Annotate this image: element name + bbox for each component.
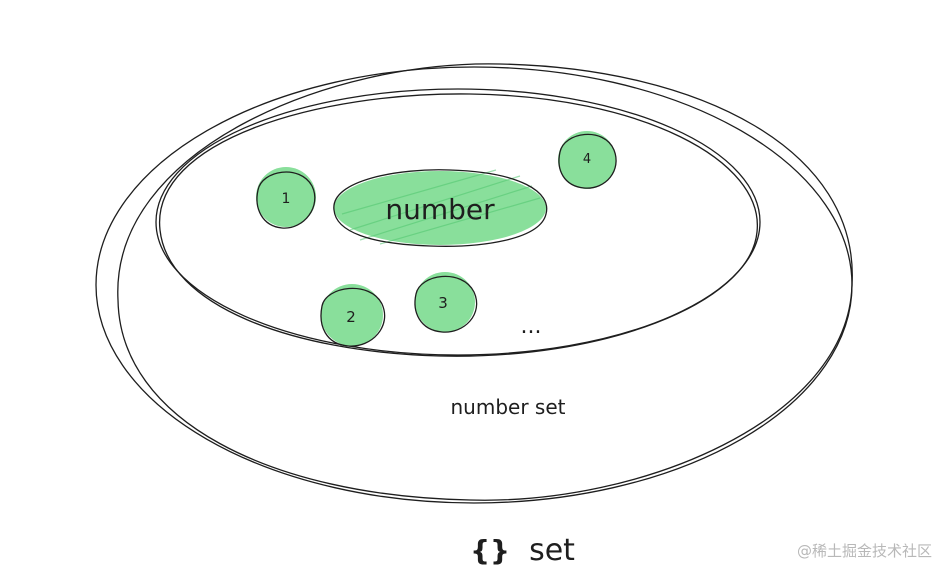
member-label: 3 [438,294,448,312]
type-node-number: number [333,169,548,247]
member-node-1: 1 [256,167,316,229]
member-node-3: 3 [414,272,478,333]
inner-set-ellipse [155,88,761,357]
outer-set-ellipse [95,63,853,504]
member-label: 4 [583,152,591,167]
outer-set-label: {} set [470,533,575,568]
members-ellipsis: ... [521,314,542,339]
braces-icon: {} [470,534,510,567]
member-label: 1 [282,191,291,207]
type-node-label: number [385,193,495,226]
member-node-4: 4 [558,131,617,189]
inner-set-label: number set [451,395,566,419]
member-label: 2 [346,308,356,326]
watermark-text: @稀土掘金技术社区 [797,542,932,560]
outer-set-word: set [529,533,575,568]
member-node-2: 2 [320,284,386,347]
